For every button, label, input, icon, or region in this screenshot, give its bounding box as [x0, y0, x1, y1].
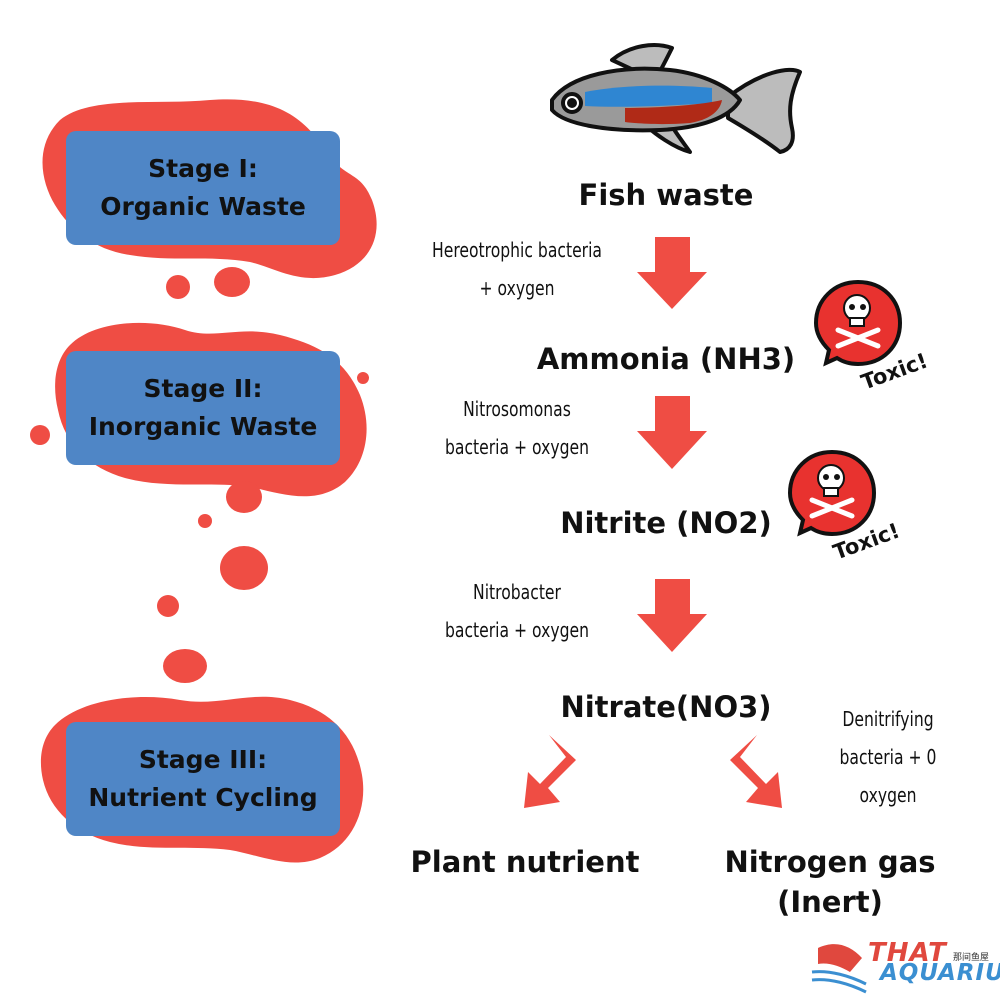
step-heterotrophic-line2: + oxygen: [479, 276, 555, 300]
step-denitrifying-line2: bacteria + 0: [839, 745, 937, 769]
down-arrow-icon: [637, 396, 707, 469]
down-arrow-icon: [637, 237, 707, 309]
stage-1-box: Stage I: Organic Waste: [66, 131, 340, 245]
node-fish-waste: Fish waste: [578, 178, 754, 212]
node-plant-nutrient: Plant nutrient: [410, 845, 640, 879]
stage-1-subtitle: Organic Waste: [100, 192, 306, 221]
node-nitrogen-gas-line1: Nitrogen gas: [724, 845, 936, 879]
skull-crossbones-icon: [813, 279, 903, 367]
logo-text-that: THAT: [868, 938, 947, 968]
stage-2-box: Stage II: Inorganic Waste: [66, 351, 340, 465]
skull-crossbones-icon: [787, 449, 877, 537]
step-denitrifying-label: Denitrifying bacteria + 0 oxygen: [826, 700, 951, 814]
node-nitrogen-gas: Nitrogen gas (Inert): [708, 842, 952, 922]
stage-2-title: Stage II:: [143, 374, 263, 403]
down-left-arrow-icon: [524, 735, 576, 808]
step-nitrobacter-label: Nitrobacter bacteria + oxygen: [430, 573, 603, 649]
logo-mark-icon: [811, 944, 867, 994]
logo-text-aquarium: AQUARIUM: [880, 960, 1000, 986]
stage-3-subtitle: Nutrient Cycling: [88, 783, 318, 812]
logo-text-cjk: 那间鱼屋: [953, 953, 990, 963]
stage-3-title: Stage III:: [138, 745, 268, 774]
stage-1-title: Stage I:: [148, 154, 258, 183]
step-nitrosomonas-label: Nitrosomonas bacteria + oxygen: [430, 390, 603, 466]
node-nitrate: Nitrate(NO3): [560, 690, 772, 724]
stage-2-subtitle: Inorganic Waste: [88, 412, 318, 441]
step-nitrobacter-line1: Nitrobacter: [473, 580, 561, 604]
step-nitrosomonas-line1: Nitrosomonas: [463, 397, 571, 421]
node-nitrite: Nitrite (NO2): [560, 506, 772, 540]
down-arrow-icon: [637, 579, 707, 652]
step-heterotrophic-line1: Hereotrophic bacteria: [431, 238, 602, 262]
fish-illustration: [550, 43, 802, 154]
down-right-arrow-icon: [730, 735, 782, 808]
node-ammonia: Ammonia (NH3): [536, 342, 796, 376]
step-heterotrophic-label: Hereotrophic bacteria + oxygen: [415, 231, 619, 307]
step-denitrifying-line1: Denitrifying: [842, 707, 934, 731]
node-nitrogen-gas-line2: (Inert): [777, 885, 883, 919]
step-nitrosomonas-line2: bacteria + oxygen: [445, 435, 589, 459]
step-denitrifying-line3: oxygen: [859, 783, 917, 807]
step-nitrobacter-line2: bacteria + oxygen: [445, 618, 589, 642]
stage-3-box: Stage III: Nutrient Cycling: [66, 722, 340, 836]
